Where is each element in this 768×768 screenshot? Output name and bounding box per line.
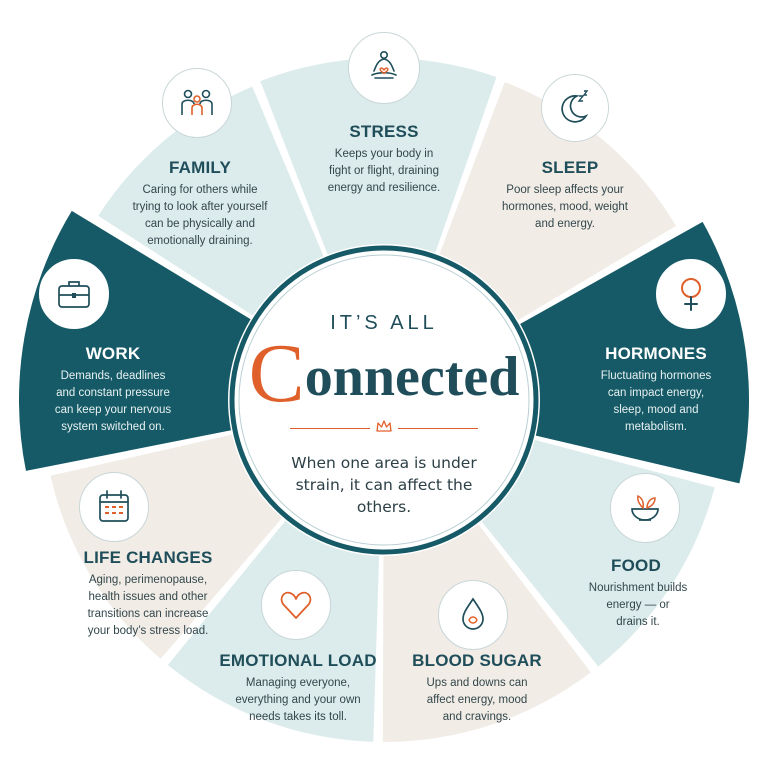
moon-zzz-icon: [541, 74, 609, 142]
segment-desc-life-changes: Aging, perimenopause, health issues and …: [87, 574, 209, 637]
center-body-text: When one area is under strain, it can af…: [291, 454, 477, 516]
segment-desc-emotional-load: Managing everyone, everything and your o…: [235, 677, 361, 723]
meditation-heart-icon: [348, 32, 420, 104]
segment-desc-stress: Keeps your body in fight or flight, drai…: [327, 148, 441, 194]
segment-title-work: WORK: [85, 344, 141, 363]
segment-desc-hormones: Fluctuating hormones can impact energy, …: [600, 370, 712, 433]
segment-title-sleep: SLEEP: [541, 158, 599, 177]
female-symbol-icon: [656, 259, 726, 329]
segment-title-hormones: HORMONES: [605, 344, 707, 363]
family-icon: [162, 68, 232, 138]
center-circle-ring: [229, 245, 539, 555]
segment-desc-work: Demands, deadlines and constant pressure…: [54, 370, 172, 433]
briefcase-icon: [39, 259, 109, 329]
segment-desc-food: Nourishment builds energy — or drains it…: [588, 582, 688, 628]
segment-title-stress: STRESS: [349, 122, 419, 141]
center-divider-right: [398, 428, 478, 429]
heart-icon: [261, 570, 331, 640]
segment-title-family: FAMILY: [169, 158, 231, 177]
headline-initial: C: [248, 327, 305, 420]
segment-title-food: FOOD: [611, 556, 661, 575]
segment-family: [98, 86, 326, 319]
center-divider-left: [290, 428, 370, 429]
segment-title-life-changes: LIFE CHANGES: [83, 548, 213, 567]
segment-desc-sleep: Poor sleep affects your hormones, mood, …: [502, 184, 628, 230]
headline-rest: onnected: [304, 346, 520, 408]
center-circle-inner: [238, 254, 530, 546]
crown-icon: [376, 420, 392, 432]
segment-sleep: [437, 82, 677, 324]
segment-desc-blood-sugar: Ups and downs can affect energy, mood an…: [426, 677, 528, 723]
segment-desc-family: Caring for others while trying to look a…: [132, 184, 268, 247]
drop-icon: [438, 580, 508, 650]
calendar-icon: [79, 472, 149, 542]
center-headline: Connected: [249, 332, 520, 416]
segment-stress: [260, 58, 497, 261]
segment-title-blood-sugar: BLOOD SUGAR: [412, 651, 542, 670]
bowl-leaves-icon: [610, 473, 680, 543]
segment-title-emotional-load: EMOTIONAL LOAD: [219, 651, 377, 670]
center-eyebrow: IT’S ALL: [330, 312, 438, 334]
